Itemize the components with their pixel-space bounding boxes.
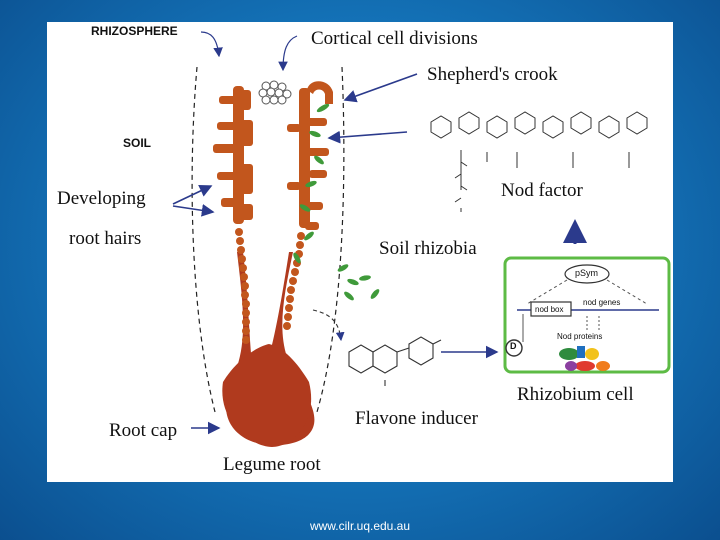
nod-protein — [575, 361, 595, 371]
nodulation-diagram — [172, 31, 671, 447]
rhizosphere-boundary-right — [316, 66, 345, 413]
root-hairs-left — [213, 86, 253, 224]
nod-protein — [559, 348, 579, 360]
root-epidermis-right-beads — [283, 232, 305, 330]
nod-protein — [565, 361, 577, 371]
label-root-hairs: root hairs — [69, 228, 142, 249]
cortical-cells — [258, 80, 292, 105]
nod-protein — [577, 346, 585, 358]
label-flavone-inducer: Flavone inducer — [355, 408, 478, 429]
footer-url: www.cilr.uq.edu.au — [309, 519, 411, 533]
label-shepherds-crook: Shepherd's crook — [427, 64, 558, 85]
label-rhizosphere: RHIZOSPHERE — [91, 24, 178, 38]
root-epidermis-left-beads — [235, 228, 250, 344]
diagram-panel: RHIZOSPHERE SOIL Cortical cell divisions… — [47, 22, 673, 482]
label-developing: Developing — [57, 188, 146, 209]
label-psym: pSym — [575, 268, 599, 278]
root-hairs-right — [287, 81, 333, 230]
rhizosphere-boundary-left — [191, 66, 216, 413]
nod-protein — [596, 361, 610, 371]
label-rhizobium-cell: Rhizobium cell — [517, 384, 634, 405]
label-soil: SOIL — [123, 136, 152, 150]
rhizobia-bacteria — [293, 103, 380, 301]
rhizobium-cell — [503, 256, 671, 374]
root-tip — [222, 344, 312, 447]
arrows — [172, 31, 587, 435]
label-nod-genes: nod genes — [583, 298, 621, 307]
label-cortical-cell-divisions: Cortical cell divisions — [311, 28, 478, 49]
label-nod-box: nod box — [535, 305, 564, 314]
label-nod-factor: Nod factor — [501, 180, 583, 201]
label-nod-proteins: Nod proteins — [557, 332, 603, 341]
nod-factor-molecule — [430, 111, 648, 212]
label-legume-root: Legume root — [223, 454, 321, 475]
label-root-cap: Root cap — [109, 420, 178, 441]
flavone-molecule — [348, 336, 442, 386]
nod-protein — [585, 348, 599, 360]
label-soil-rhizobia: Soil rhizobia — [379, 238, 477, 259]
label-d: D — [510, 341, 517, 351]
